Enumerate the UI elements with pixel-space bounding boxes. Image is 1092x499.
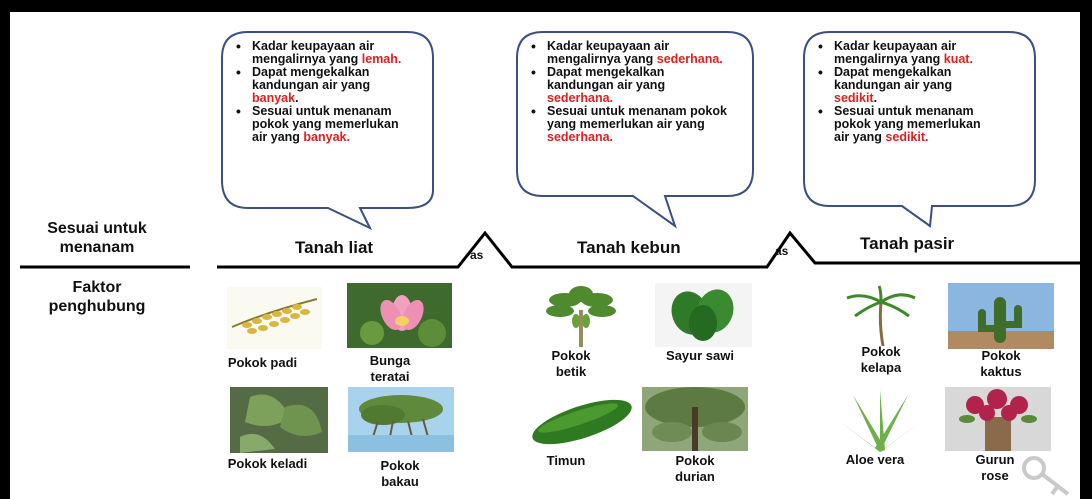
plant-label: Timun bbox=[530, 453, 602, 469]
aloe-vera-image bbox=[833, 390, 927, 452]
soil-title-liat: Tanah liat bbox=[295, 238, 373, 258]
soil-title-pasir: Tanah pasir bbox=[860, 234, 954, 254]
gurun-rose-image bbox=[945, 387, 1051, 451]
plant-label: Pokok bakau bbox=[360, 458, 440, 490]
connector-label: as bbox=[470, 248, 483, 262]
plant-label: Sayur sawi bbox=[660, 348, 740, 364]
durian-image bbox=[642, 387, 748, 451]
plant-label: Pokok durian bbox=[655, 453, 735, 485]
plant-label: Bunga teratai bbox=[350, 353, 430, 385]
teratai-image bbox=[347, 283, 452, 348]
diagram-canvas: Kadar keupayaan air mengalirnya yang lem… bbox=[10, 12, 1080, 499]
soil-title-kebun: Tanah kebun bbox=[577, 238, 681, 258]
bakau-image bbox=[348, 387, 454, 452]
plant-label: Gurun rose bbox=[965, 452, 1025, 484]
sawi-image bbox=[655, 283, 752, 347]
connector-label: as bbox=[775, 244, 788, 258]
key-icon bbox=[1020, 452, 1078, 498]
plant-label: Aloe vera bbox=[840, 452, 910, 468]
plant-label: Pokok kaktus bbox=[963, 348, 1039, 380]
plant-label: Pokok padi bbox=[220, 355, 305, 371]
betik-image bbox=[540, 285, 622, 347]
timun-image bbox=[528, 390, 636, 452]
plant-label: Pokok betik bbox=[535, 348, 607, 380]
keladi-image bbox=[230, 387, 328, 453]
kelapa-image bbox=[843, 284, 918, 346]
plant-label: Pokok keladi bbox=[225, 456, 310, 472]
padi-image bbox=[227, 287, 322, 349]
kaktus-image bbox=[948, 283, 1054, 349]
plant-label: Pokok kelapa bbox=[845, 344, 917, 376]
